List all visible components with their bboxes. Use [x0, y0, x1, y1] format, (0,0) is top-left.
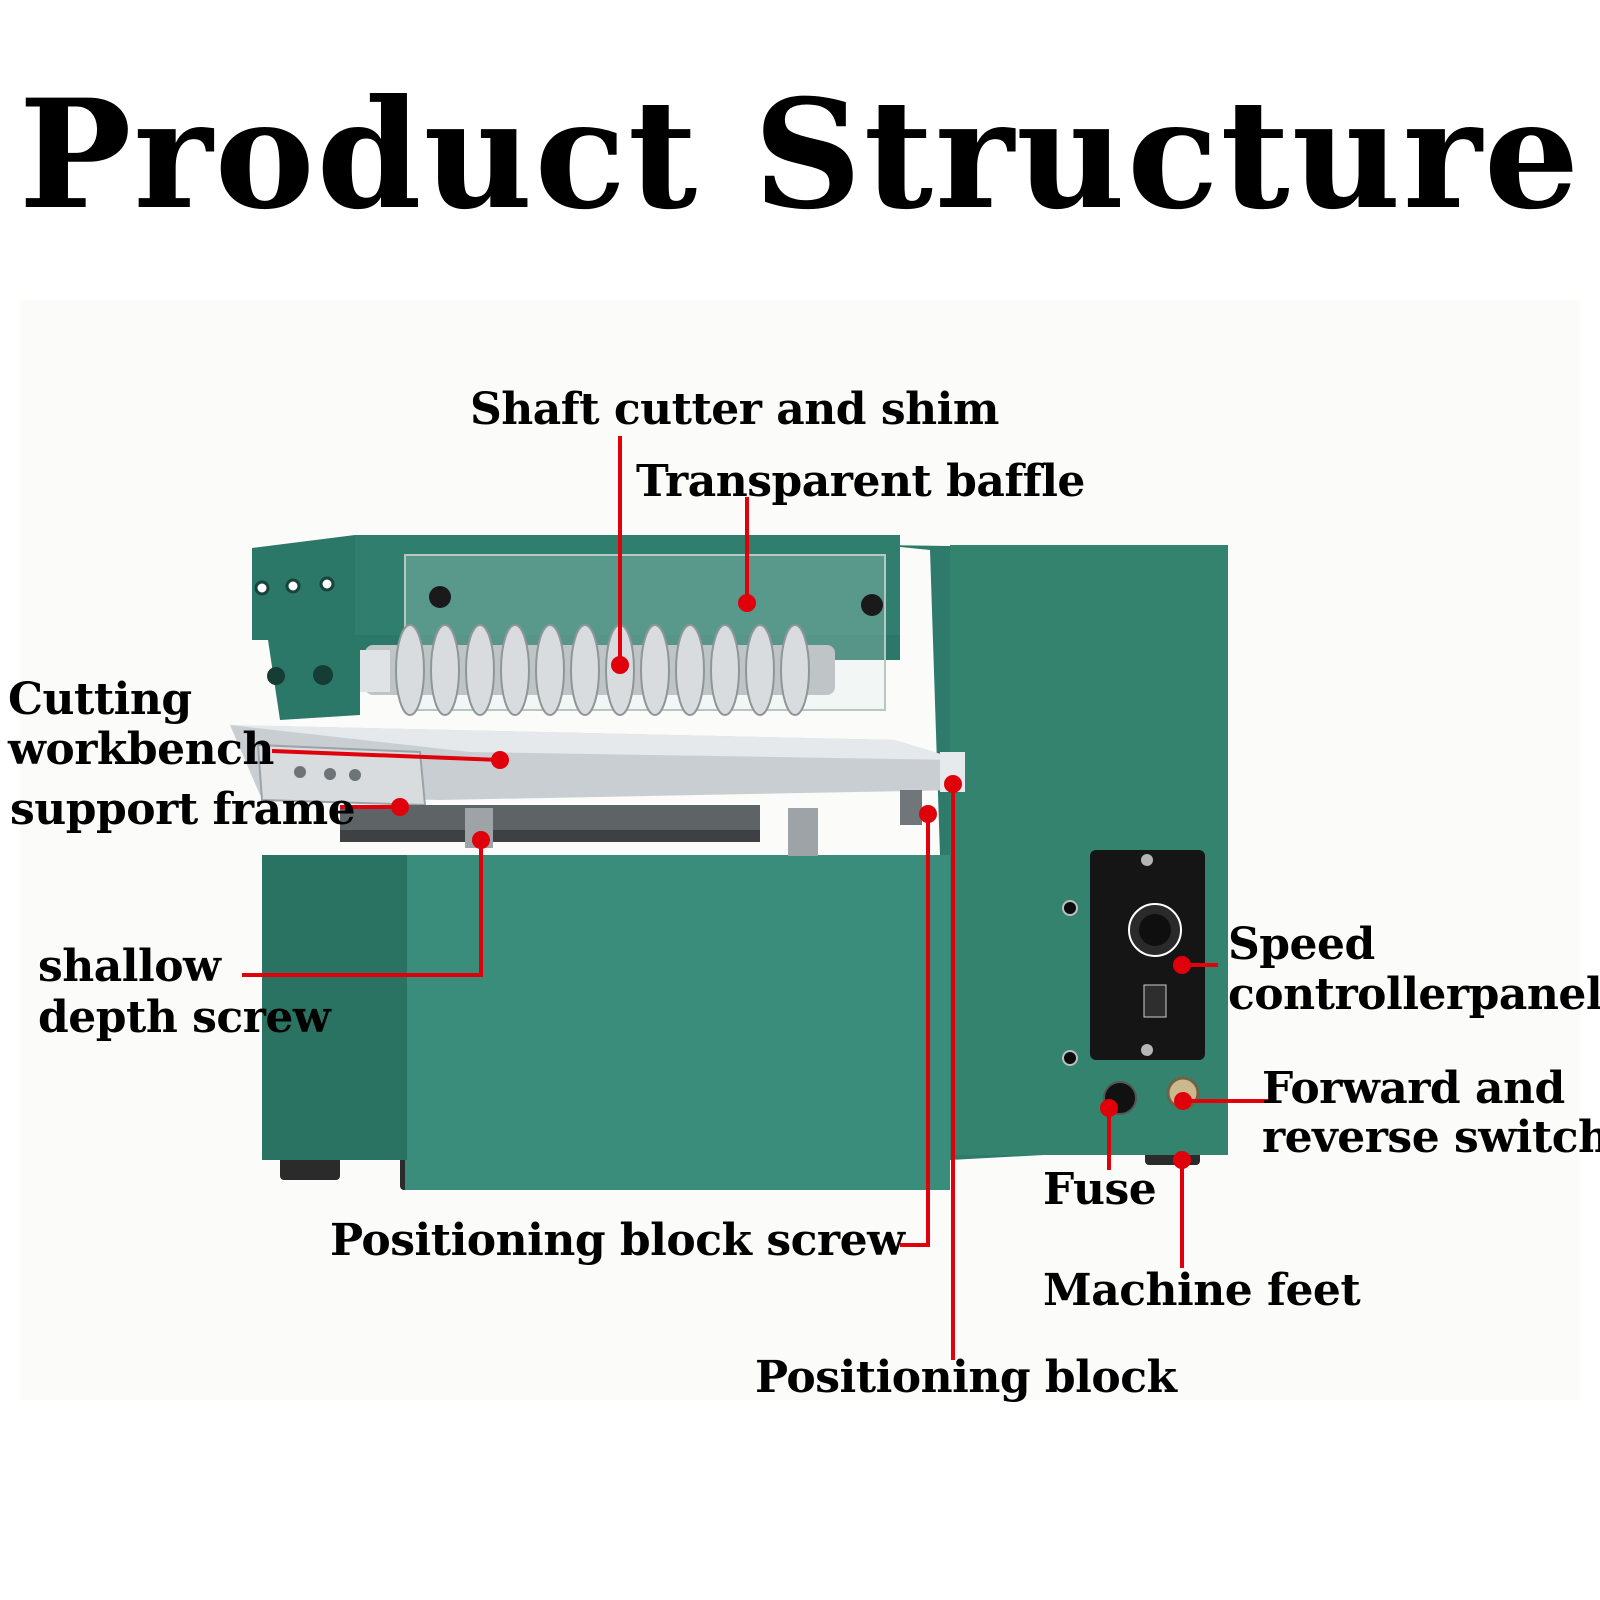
label-speed: Speed [1228, 919, 1375, 970]
cutter-shaft [360, 624, 835, 716]
label-reverse-switch: reverse switch [1262, 1112, 1600, 1163]
label-depth-screw: depth screw [38, 992, 331, 1043]
leader-lines [242, 436, 1270, 1360]
page-title: Product Structure [18, 67, 1582, 243]
cutting-workbench [230, 725, 965, 807]
baffle-knob-right [861, 594, 883, 616]
baffle-knob-left [429, 586, 451, 608]
leader-dots [391, 594, 1192, 1169]
support-frame [340, 790, 922, 856]
label-controllerpanel: controllerpanel [1228, 969, 1600, 1020]
label-workbench: workbench [8, 724, 274, 775]
base-box [262, 855, 952, 1190]
label-support-frame: support frame [10, 784, 356, 835]
label-shaft-cutter: Shaft cutter and shim [470, 384, 999, 435]
speed-controller-panel [1062, 850, 1205, 1066]
label-machine-feet: Machine feet [1043, 1265, 1361, 1316]
label-positioning-block: Positioning block [755, 1352, 1177, 1403]
label-positioning-block-screw: Positioning block screw [330, 1215, 905, 1266]
label-forward-and: Forward and [1262, 1063, 1565, 1114]
label-cutting: Cutting [8, 674, 192, 725]
label-transparent-baffle: Transparent baffle [636, 456, 1085, 507]
label-shallow: shallow [38, 941, 221, 992]
label-fuse: Fuse [1043, 1164, 1157, 1215]
shaft-housing [252, 535, 900, 720]
